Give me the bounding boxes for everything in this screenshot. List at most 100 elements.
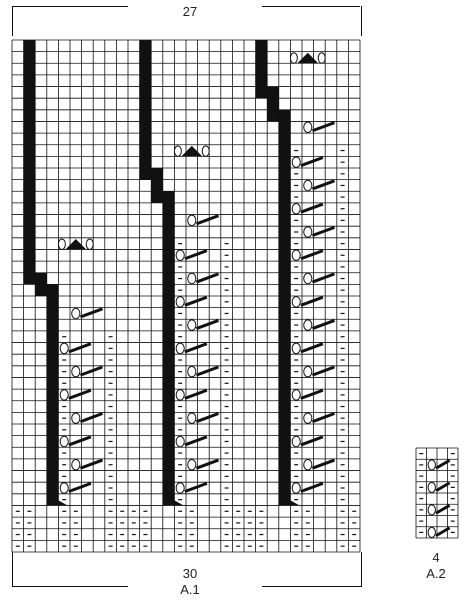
cable-oval [187,319,197,331]
a2-cable-bar [435,504,451,515]
cable-bar [195,365,219,377]
cable-bar [195,319,219,330]
cable-bar [311,272,336,284]
a2-cable-oval [427,459,436,471]
cable-oval [291,342,301,355]
cable-bar [300,388,324,400]
decrease-triangle [297,52,319,64]
yarn-over-oval [173,145,182,157]
decrease-triangle [181,145,203,157]
cable-oval [71,458,81,471]
top-bracket-right-arm [262,6,360,7]
dark-column-block [162,191,175,506]
cable-oval [291,389,301,401]
cable-bar [184,342,208,354]
a2-cable-bar [435,459,451,470]
cable-oval [187,412,197,424]
cable-oval [303,272,313,285]
cable-oval [291,482,301,494]
cable-oval [175,342,185,355]
cable-oval [59,435,69,448]
cable-oval [59,389,69,401]
cable-oval [187,365,197,378]
cable-oval [59,482,69,494]
cable-oval [303,365,313,378]
cable-oval [303,319,313,331]
a1-top-count: 27 [182,4,198,19]
cable-oval [291,435,301,448]
cable-oval [175,249,185,262]
cable-oval [303,179,313,192]
yarn-over-oval [85,238,94,250]
edge-triangle [46,493,68,506]
cable-bar [184,388,208,400]
cable-bar [79,307,103,319]
cable-oval [175,482,185,494]
cable-oval [291,249,301,262]
a2-cable-oval [427,526,436,538]
cable-bar [300,156,324,168]
yarn-over-oval [201,145,210,157]
cable-bar [68,388,92,400]
cable-bar [195,412,219,424]
a2-cable-bar [435,526,451,538]
cable-oval [71,307,81,320]
top-bracket-left-arm [12,6,128,7]
a2-cable-oval [427,481,436,493]
a1-bottom-count: 30 [182,566,198,581]
cable-oval [291,202,301,215]
cable-oval [175,435,185,448]
cable-bar [184,295,208,307]
cable-oval [59,342,69,355]
cable-oval [187,272,197,285]
cable-bar [195,458,219,470]
edge-triangle [162,493,184,506]
a2-cable-oval [427,504,436,516]
cable-oval [303,412,313,424]
cable-oval [291,156,301,168]
cable-bar [79,365,103,377]
cable-oval [187,458,197,471]
cable-bar [300,249,324,261]
cable-bar [300,481,324,493]
bottom-bracket-gap [128,584,262,588]
cable-bar [79,458,103,470]
cable-oval [291,296,301,308]
cable-bar [311,365,335,377]
cable-bar [68,435,92,447]
cable-bar [184,249,208,261]
cable-bar [300,202,324,214]
yarn-over-oval [57,238,66,250]
cable-oval [303,226,313,238]
dark-column-block [23,40,36,285]
cable-oval [303,121,313,134]
cable-bar [311,458,335,470]
cable-bar [79,412,103,424]
cable-bar [300,342,324,354]
a2-count: 4 [432,550,440,565]
cable-bar [300,295,324,307]
yarn-over-oval [317,52,326,64]
cable-oval [175,296,185,308]
a2-cable-bar [435,481,451,493]
cable-bar [184,435,208,447]
a1-chart-name: A.1 [180,582,200,597]
dark-column-block [151,168,163,203]
cable-oval [71,412,81,424]
cable-bar [311,179,335,191]
cable-bar [311,225,335,237]
cable-bar [311,319,335,330]
cable-bar [195,214,219,226]
cable-bar [311,121,335,133]
cable-bar [300,435,324,447]
edge-triangle [278,493,300,506]
yarn-over-oval [289,52,298,64]
dark-column-block [255,40,268,99]
cable-oval [71,365,81,378]
cable-bar [195,272,219,284]
cable-oval [175,389,185,401]
decrease-triangle [65,238,87,250]
cable-bar [68,342,92,354]
dark-column-block [46,284,59,506]
cable-bar [184,481,208,493]
